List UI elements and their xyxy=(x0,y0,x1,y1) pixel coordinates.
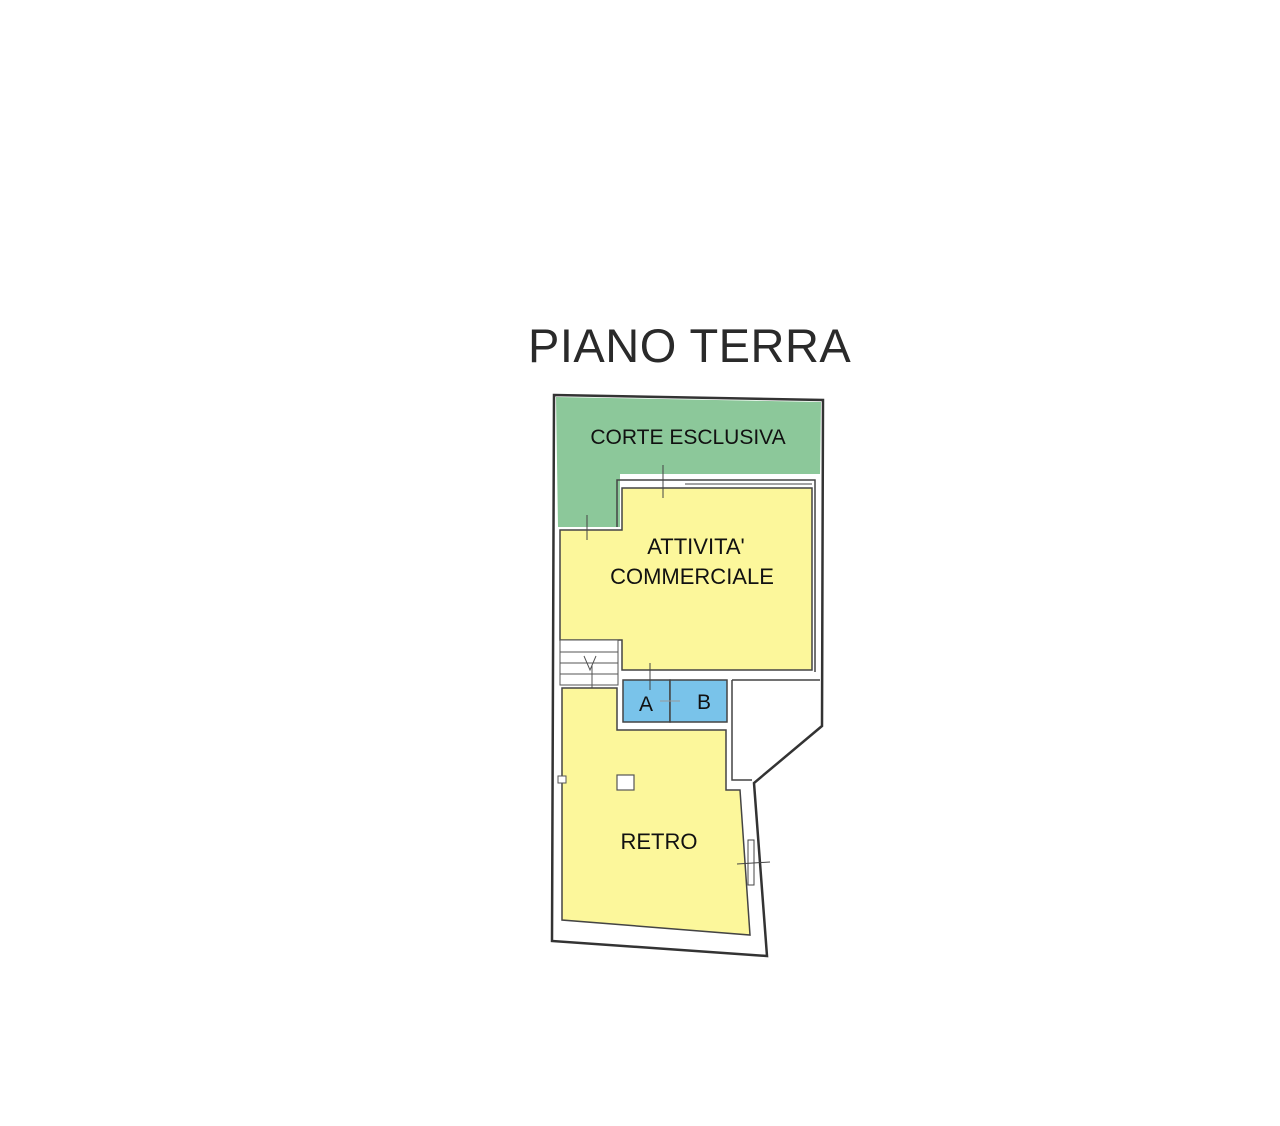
stairs xyxy=(559,639,619,700)
label-corte: CORTE ESCLUSIVA xyxy=(590,426,785,449)
wall xyxy=(731,680,752,781)
pillar xyxy=(616,774,635,791)
label-retro: RETRO xyxy=(621,829,698,854)
wall-niche xyxy=(557,775,567,784)
window-mark xyxy=(736,839,771,886)
label-attivita-2: COMMERCIALE xyxy=(610,564,774,589)
label-attivita-1: ATTIVITA' xyxy=(647,534,745,559)
floor-title: PIANO TERRA xyxy=(528,319,852,372)
label-bath-a: A xyxy=(639,693,653,716)
label-bath-b: B xyxy=(697,691,711,714)
room-corte-esclusiva xyxy=(556,397,821,527)
wall xyxy=(616,479,816,672)
room-retro xyxy=(561,687,751,936)
